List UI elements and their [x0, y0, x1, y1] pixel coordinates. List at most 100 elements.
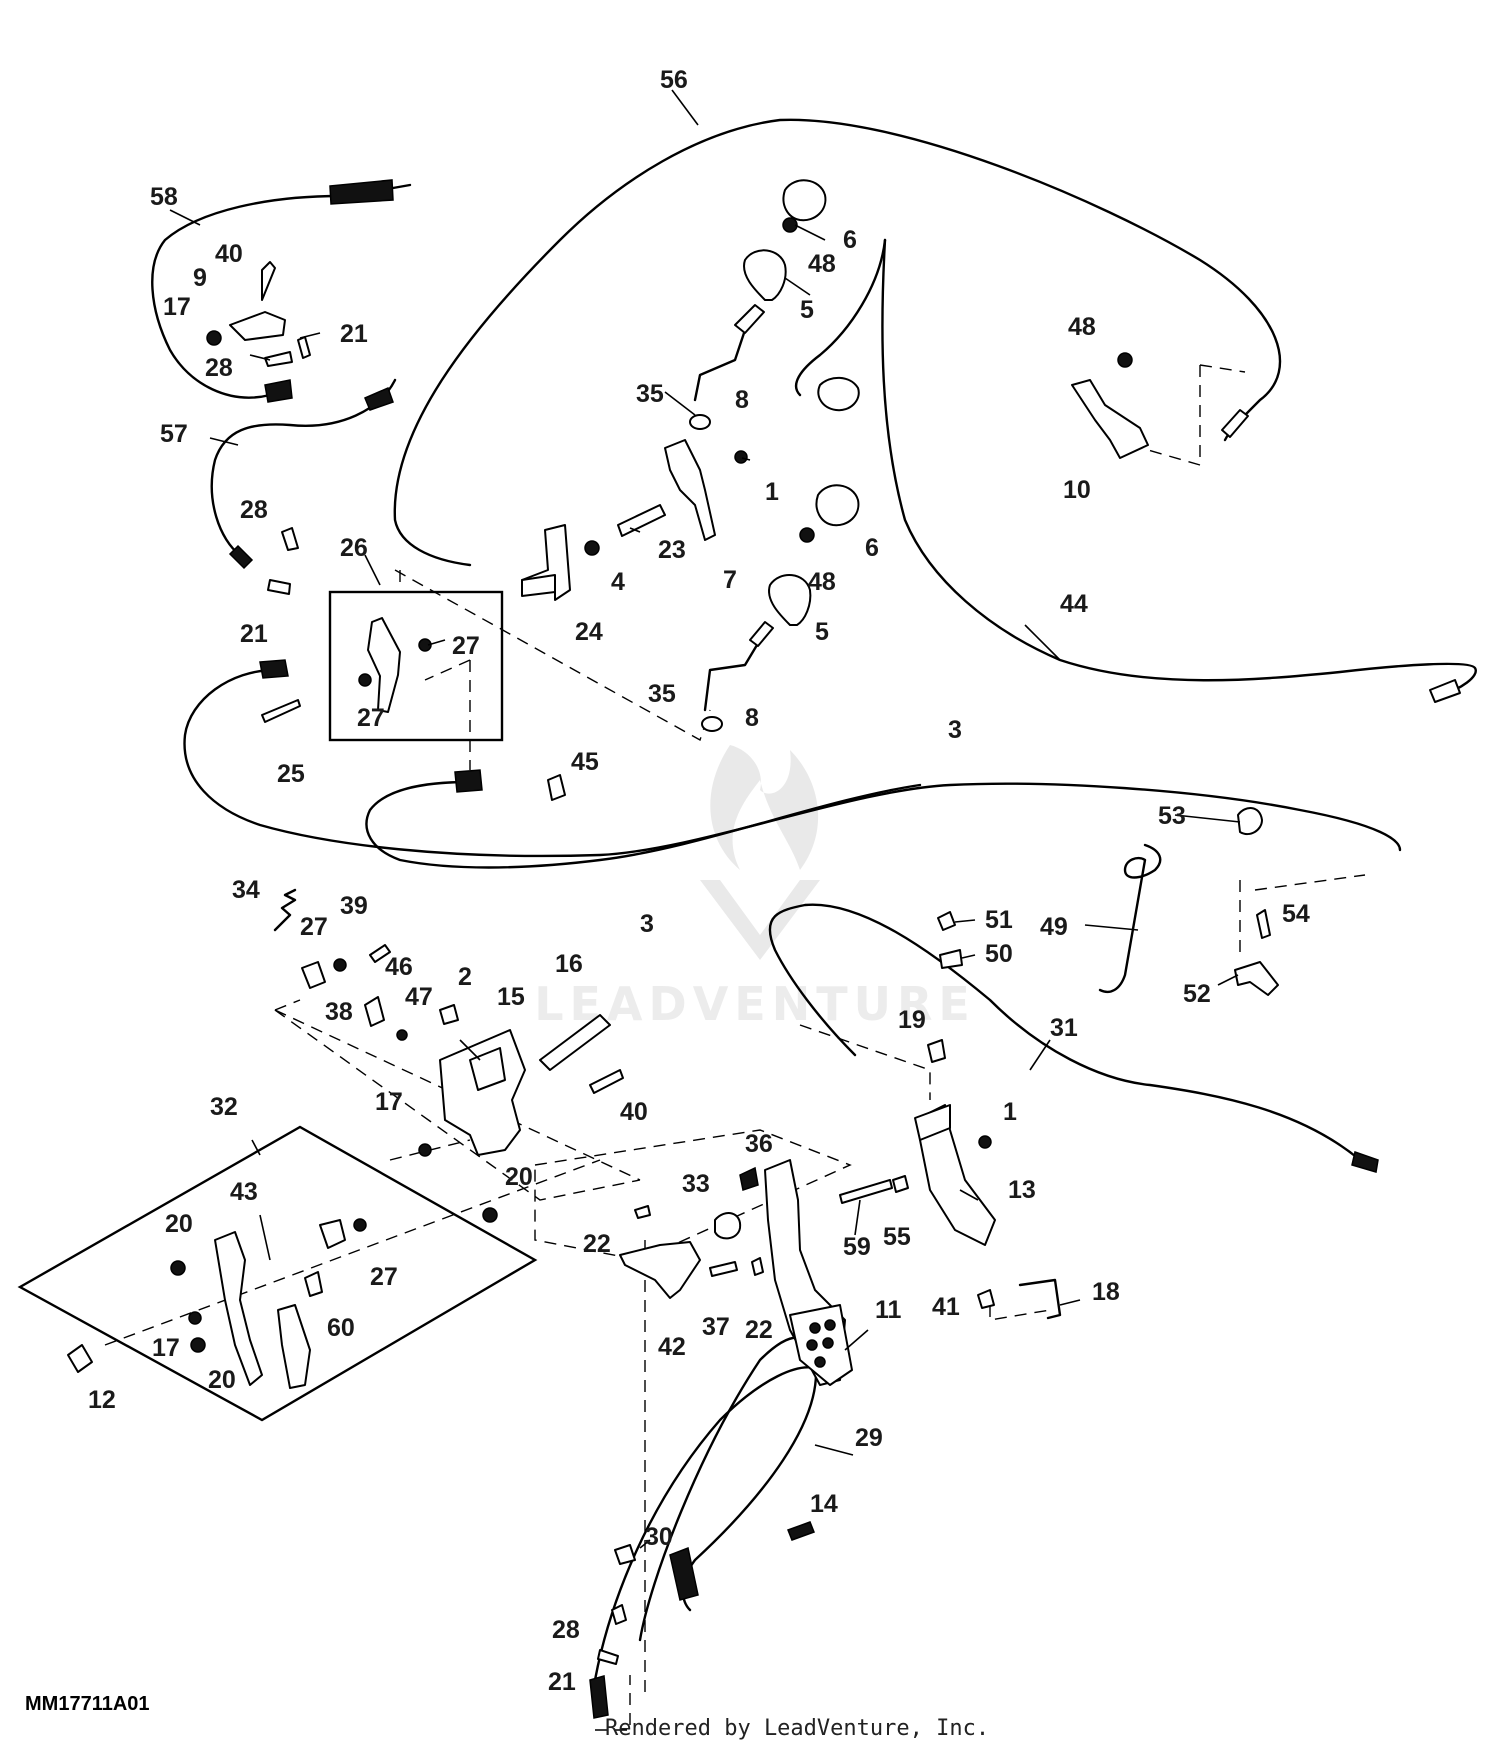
part-60-bolt [304, 1271, 323, 1297]
callout-57: 57 [160, 420, 188, 448]
callout-38: 38 [325, 998, 353, 1026]
callout-3: 3 [640, 910, 654, 938]
cable-44-end [1429, 679, 1461, 703]
callout-35: 35 [636, 380, 664, 408]
part-6-cap-b [815, 484, 860, 527]
part-59-pin [839, 1179, 893, 1204]
part-28-clip-c [611, 1604, 627, 1625]
part-21-pin-b [267, 579, 291, 595]
part-16-pin [539, 1014, 611, 1071]
part-36-spring [739, 1166, 759, 1191]
callout-36: 36 [745, 1130, 773, 1158]
callout-48: 48 [1068, 313, 1096, 341]
part-20-nut-c [190, 1337, 206, 1353]
part-47-washer [396, 1029, 408, 1041]
callout-5: 5 [800, 296, 814, 324]
callout-2: 2 [458, 963, 472, 991]
callout-41: 41 [932, 1293, 960, 1321]
part-53-clamp [1237, 807, 1263, 836]
part-10-bracket [1071, 379, 1149, 459]
callout-30: 30 [645, 1523, 673, 1551]
part-52-bracket [1234, 961, 1279, 996]
callout-35: 35 [648, 680, 676, 708]
cable-3-end-a [454, 769, 483, 793]
part-40-bolt-b [589, 1069, 624, 1094]
callout-9: 9 [193, 264, 207, 292]
watermark: LEADVENTURE [534, 745, 970, 1031]
callout-20: 20 [165, 1210, 193, 1238]
part-27-washer-a [418, 638, 432, 652]
part-41-bolt [977, 1289, 995, 1309]
part-17-nut-b [418, 1143, 432, 1157]
callout-31: 31 [1050, 1014, 1078, 1042]
callout-55: 55 [883, 1223, 911, 1251]
part-19-clip [927, 1039, 946, 1063]
callout-40: 40 [620, 1098, 648, 1126]
part-13-top [914, 1104, 951, 1141]
callout-48: 48 [808, 250, 836, 278]
part-8-rod-b-end [749, 621, 774, 647]
callout-5: 5 [815, 618, 829, 646]
cable-57-end-b [228, 544, 254, 570]
callout-21: 21 [240, 620, 268, 648]
callout-22: 22 [583, 1230, 611, 1258]
part-43-pedal [277, 1304, 311, 1389]
callout-54: 54 [1282, 900, 1310, 928]
callout-52: 52 [1183, 980, 1211, 1008]
part-21-pin-c [597, 1649, 619, 1665]
callout-28: 28 [240, 496, 268, 524]
part-23-shaft [617, 504, 666, 537]
part-12-spring [67, 1344, 93, 1373]
cable-57 [210, 378, 397, 557]
part-11-pad [789, 1304, 853, 1386]
callout-16: 16 [555, 950, 583, 978]
callout-13: 13 [1008, 1176, 1036, 1204]
cable-56-end [1221, 409, 1249, 438]
callout-24: 24 [575, 618, 603, 646]
callout-17: 17 [152, 1334, 180, 1362]
callout-33: 33 [682, 1170, 710, 1198]
part-17-nut-c [188, 1311, 202, 1325]
cable-3-lower [365, 780, 922, 869]
part-9-bracket [229, 311, 286, 341]
part-18-rod [1018, 1278, 1062, 1320]
assembly-box-32 [17, 1125, 538, 1422]
callout-34: 34 [232, 876, 260, 904]
callout-27: 27 [370, 1263, 398, 1291]
part-50-clip [939, 949, 963, 969]
callout-58: 58 [150, 183, 178, 211]
cable-44 [881, 238, 1477, 697]
part-46-bolt [364, 996, 385, 1027]
callout-17: 17 [163, 293, 191, 321]
callout-21: 21 [548, 1668, 576, 1696]
cable-29-spring [669, 1546, 699, 1601]
callout-28: 28 [552, 1616, 580, 1644]
part-28-clip-b [281, 527, 299, 551]
callout-6: 6 [843, 226, 857, 254]
rod-49 [1098, 843, 1162, 994]
cable-3-end-b [259, 659, 289, 679]
part-35-clip-a [689, 414, 711, 430]
part-38-clip [301, 961, 326, 989]
part-21-pin-a [297, 336, 311, 359]
parts [67, 179, 1279, 1665]
cable-44-knob [817, 376, 860, 412]
part-45-clip [547, 774, 566, 801]
part-8-rod-a-end [734, 304, 765, 334]
cable-58-end [264, 379, 293, 403]
cable-44-upper [794, 238, 887, 397]
part-27-washer-b [358, 673, 372, 687]
callout-15: 15 [497, 983, 525, 1011]
callout-19: 19 [898, 1006, 926, 1034]
part-34-spring [273, 888, 297, 932]
callout-7: 7 [723, 566, 737, 594]
callout-56: 56 [660, 66, 688, 94]
callout-18: 18 [1092, 1278, 1120, 1306]
callout-8: 8 [745, 704, 759, 732]
callout-17: 17 [375, 1088, 403, 1116]
callout-23: 23 [658, 536, 686, 564]
part-35-clip-b [701, 716, 723, 732]
cable-29 [638, 1336, 818, 1642]
cable-57-end-a [364, 386, 394, 411]
